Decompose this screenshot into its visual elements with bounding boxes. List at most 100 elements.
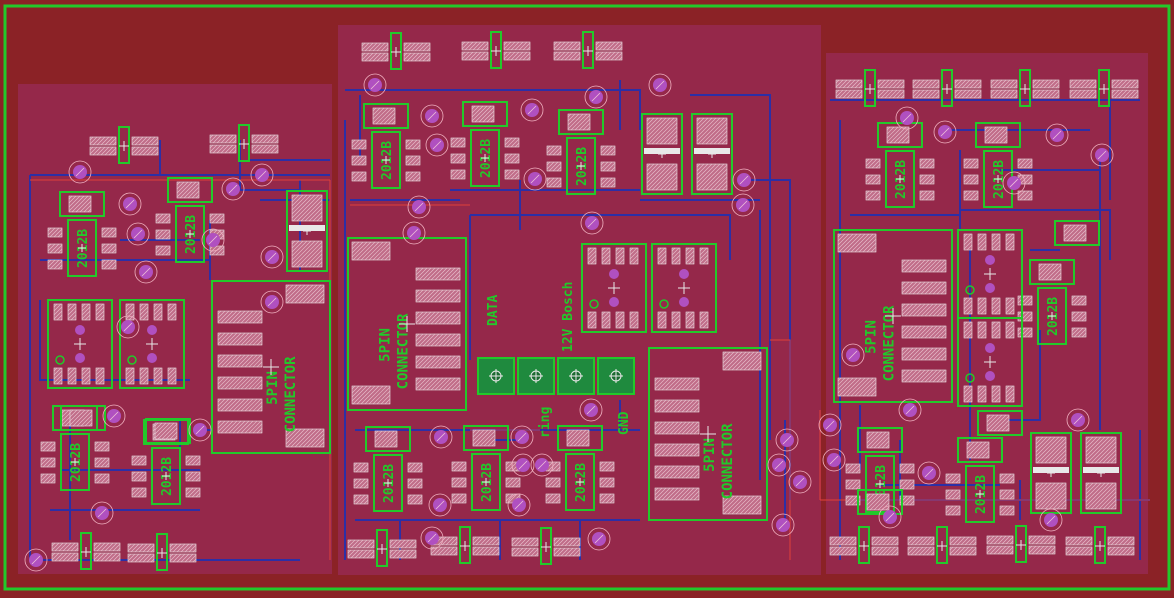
smd-pad (503, 41, 531, 51)
pad-hatch (518, 537, 528, 547)
pad-hatch (629, 247, 634, 252)
pad-hatch (384, 254, 391, 261)
via-group (24, 73, 1114, 572)
pad-hatch (1038, 263, 1043, 268)
pad-hatch (595, 41, 604, 50)
pad-hatch (131, 136, 140, 145)
smd-pad (990, 89, 1018, 99)
pad-hatch (605, 478, 615, 488)
pad-hatch (1013, 84, 1018, 89)
pad-hatch (504, 169, 513, 178)
pad-hatch (450, 358, 461, 369)
pad-hatch (866, 242, 877, 253)
pad-hatch (450, 153, 459, 162)
pad-hatch (963, 385, 972, 394)
pad-hatch (232, 139, 237, 144)
pad-hatch (605, 462, 615, 472)
pad-hatch (224, 310, 238, 324)
pad-hatch (874, 250, 877, 253)
pad-hatch (970, 400, 973, 403)
pad-hatch (389, 549, 398, 558)
pad-hatch (940, 354, 947, 361)
ic-body-outline (151, 447, 181, 505)
pad-hatch (602, 145, 613, 156)
pad-hatch (415, 267, 424, 276)
pad-hatch (291, 240, 312, 261)
pad-hatch (969, 191, 979, 201)
connector-outline (648, 347, 768, 521)
pad-hatch (504, 137, 509, 142)
pad-hatch (442, 267, 456, 281)
pad-hatch (871, 546, 876, 551)
electrolytic-capacitor (641, 113, 683, 195)
pad-hatch (1017, 327, 1022, 332)
pad-hatch (374, 430, 391, 447)
pad-hatch (495, 551, 500, 556)
pad-hatch (69, 409, 78, 418)
via-mark (257, 170, 267, 180)
pad-hatch (622, 262, 625, 265)
pad-hatch (556, 150, 562, 156)
pad-hatch (1027, 316, 1033, 322)
pad-hatch (1017, 158, 1026, 167)
pad-hatch (697, 388, 700, 391)
pad-hatch (984, 336, 987, 339)
pad-hatch (685, 314, 695, 324)
pad-hatch (661, 487, 675, 501)
pad-hatch (217, 420, 226, 429)
pad-hatch (236, 376, 250, 390)
pad-hatch (522, 52, 531, 61)
pad-hatch (53, 228, 63, 238)
pad-hatch (353, 478, 362, 487)
pad-hatch (1017, 190, 1026, 199)
pad-hatch (980, 244, 987, 251)
pad-hatch (298, 284, 318, 304)
pad-hatch (673, 377, 687, 391)
pad-hatch (755, 508, 762, 515)
pad-hatch (663, 176, 678, 191)
pad-hatch (415, 289, 420, 294)
pad-hatch (963, 158, 968, 163)
pad-hatch (585, 442, 590, 447)
pad-hatch (57, 264, 63, 270)
pad-hatch (413, 495, 423, 505)
smd-pad (415, 267, 461, 281)
pin1-marker (55, 355, 65, 365)
pad-hatch (1047, 79, 1057, 89)
smd-pad (53, 367, 63, 385)
pad-hatch (908, 369, 922, 383)
pad-hatch (989, 545, 999, 555)
pad-hatch (112, 141, 117, 146)
pad-hatch (228, 332, 242, 346)
pad-hatch (366, 550, 375, 559)
pad-hatch (915, 89, 925, 99)
pad-hatch (451, 493, 456, 498)
pad-hatch (949, 546, 958, 555)
pad-hatch (1012, 400, 1015, 403)
pad-hatch (93, 552, 98, 557)
pad-hatch (751, 504, 762, 515)
pad-hatch (438, 377, 452, 391)
pad-hatch (410, 52, 420, 62)
pad-hatch (1065, 536, 1070, 541)
pad-hatch (1077, 296, 1087, 306)
pad-hatch (167, 303, 176, 312)
pad-hatch (506, 51, 516, 61)
pad-hatch (96, 542, 106, 552)
screw-terminal-block[interactable] (477, 357, 635, 395)
via-clearance (429, 425, 453, 449)
pad-hatch (945, 473, 950, 478)
pad-hatch (594, 262, 597, 265)
pad-hatch (1081, 300, 1087, 306)
smd-pad (361, 52, 389, 62)
pad-hatch (454, 362, 461, 369)
pad-hatch (256, 427, 263, 434)
pad-hatch (851, 480, 861, 490)
pad-hatch (606, 41, 616, 51)
pad-hatch (480, 42, 489, 51)
pad-hatch (81, 367, 90, 376)
pad-hatch (442, 311, 456, 325)
pad-hatch (1130, 551, 1135, 556)
